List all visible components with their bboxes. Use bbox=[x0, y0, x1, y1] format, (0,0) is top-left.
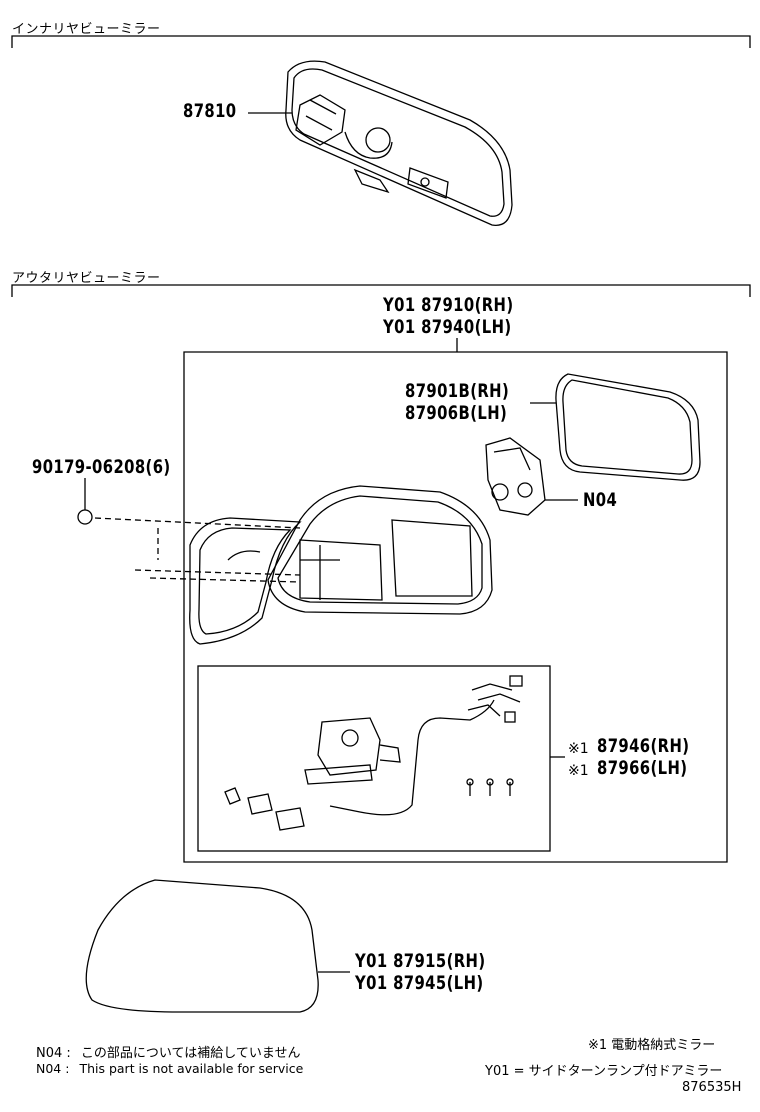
note-n04-jp-text: この部品については補給していません bbox=[80, 1046, 301, 1061]
mark-87966: ※1 bbox=[568, 763, 589, 779]
part-label-87901b[interactable]: 87901B(RH) bbox=[405, 380, 510, 402]
outer-assembly-box bbox=[183, 338, 728, 863]
mark-87946: ※1 bbox=[568, 741, 589, 757]
note-n04-en-code: N04 : bbox=[36, 1061, 70, 1076]
outer-section-bracket bbox=[11, 284, 751, 297]
assembly-dash-lines bbox=[94, 517, 301, 583]
section-title-interior: インナリヤビューミラー bbox=[12, 22, 161, 37]
note-n04-jp-code: N04 : bbox=[36, 1046, 71, 1061]
part-label-n04[interactable]: N04 bbox=[583, 489, 618, 511]
interior-section-bracket bbox=[11, 35, 751, 48]
part-label-87810[interactable]: 87810 bbox=[183, 100, 237, 122]
part-row-87966: ※1 bbox=[568, 760, 589, 779]
part-row-87946: ※1 bbox=[568, 738, 589, 757]
note-y01: Y01 = サイドターンランプ付ドアミラー bbox=[485, 1064, 723, 1079]
actuator-illustration bbox=[485, 437, 546, 516]
part-label-87940[interactable]: Y01 87940(LH) bbox=[383, 316, 512, 338]
part-label-87966[interactable]: 87966(LH) bbox=[597, 757, 688, 779]
mirror-housing-illustration bbox=[267, 485, 493, 615]
mirror-base-illustration bbox=[189, 517, 302, 645]
part-label-87945[interactable]: Y01 87945(LH) bbox=[355, 972, 484, 994]
screw-90179-illustration bbox=[77, 509, 93, 525]
note-n04-en: N04 : This part is not available for ser… bbox=[36, 1061, 303, 1076]
motor-subassembly-box bbox=[197, 665, 551, 852]
part-label-87946[interactable]: 87946(RH) bbox=[597, 735, 690, 757]
note-n04-en-text: This part is not available for service bbox=[79, 1061, 304, 1076]
interior-mirror-illustration bbox=[285, 60, 513, 226]
mirror-glass-small-illustration bbox=[555, 373, 701, 481]
part-label-90179[interactable]: 90179-06208(6) bbox=[32, 456, 171, 478]
section-title-outer: アウタリヤビューミラー bbox=[12, 271, 161, 286]
note-mark1: ※1 電動格納式ミラー bbox=[588, 1038, 716, 1053]
part-label-87915[interactable]: Y01 87915(RH) bbox=[355, 950, 486, 972]
note-n04-jp: N04 : この部品については補給していません bbox=[36, 1042, 301, 1061]
part-label-87910[interactable]: Y01 87910(RH) bbox=[383, 294, 514, 316]
part-label-87906b[interactable]: 87906B(LH) bbox=[405, 402, 508, 424]
mirror-glass-large-illustration bbox=[85, 879, 319, 1013]
motor-harness-illustration bbox=[224, 675, 523, 831]
diagram-id: 876535H bbox=[682, 1080, 742, 1095]
